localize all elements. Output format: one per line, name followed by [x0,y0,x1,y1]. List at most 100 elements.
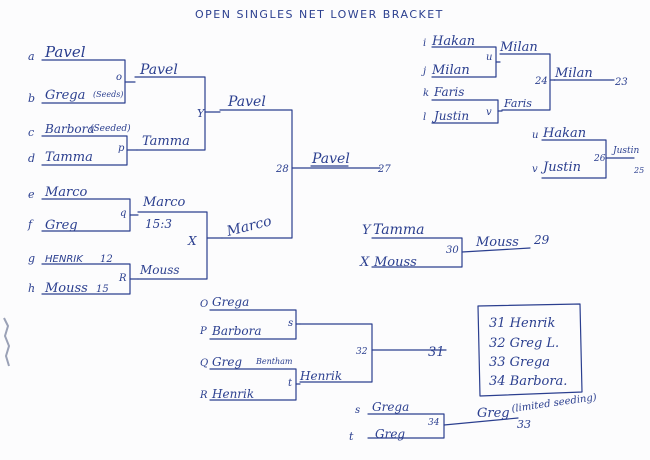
seed-f: f [27,218,34,231]
top-right-bracket: i j k l Hakan Milan Faris Justin u v Mil… [421,34,628,124]
entry-name: Mouss [44,281,88,296]
opqr-bracket: O P Q R Grega Barbora Greg Bentham Henri… [199,295,447,401]
seed-c: c [28,126,34,139]
entry-score: 15 [96,284,109,295]
winner-name: Pavel [311,151,350,167]
match-number: 34 [428,418,440,428]
entry-name: Greg [45,218,78,233]
uv-match: u v Hakan Justin 26 Justin 25 [532,126,644,179]
match-number: 24 [534,76,548,87]
match-number: 30 [446,245,459,256]
entry-note: (Seeded) [90,123,131,134]
match-label: Y [197,107,206,120]
entry-name: Tamma [45,150,93,165]
advance-name: Mouss [139,263,180,277]
match-label: R [118,273,127,284]
placement-entry: 33 Grega [489,355,550,370]
paper-edge [3,317,11,367]
bracket-line [219,109,293,239]
match-label: p [118,143,125,154]
bracket-line [541,139,607,179]
winner-name: Milan [554,66,593,81]
placement-entry: 34 Barbora. [489,374,567,389]
match-number: 26 [593,154,606,164]
entry-name: Grega [372,400,409,414]
st-match: s t Grega Greg 34 Greg 33 (limited seedi… [349,392,597,443]
advance-name: Faris [503,97,532,110]
entry-name: Barbora [44,122,95,136]
entry-name: Faris [433,85,464,99]
seed-a: a [28,50,35,63]
match-label: s [288,318,293,329]
entry-name: Grega [45,88,85,103]
seed-d: d [28,152,35,165]
match-number: 32 [356,347,368,357]
bracket-line [134,76,206,151]
seed-u: u [532,130,538,141]
entry-note: (Seeds) [93,90,123,99]
entry-score: 12 [100,254,113,265]
match-number: 28 [275,164,289,175]
entry-name: Barbora [211,324,262,338]
bracket-line [367,413,445,439]
winner-name: Mouss [475,235,519,250]
sheet-title: OPEN SINGLES NET LOWER BRACKET [195,8,444,21]
box-outline [477,303,583,397]
entry-name: Henrik [211,387,254,401]
next-match: 33 [517,418,531,431]
yx-match: Y X Tamma Mouss 30 Mouss 29 [359,222,550,270]
seed-v: v [532,164,538,175]
advance-name: Marco [142,195,186,210]
seed-l: l [423,112,426,123]
match-score: 15:3 [145,217,172,231]
next-match: 27 [377,164,391,175]
seed-i: i [423,38,426,49]
seed-j: j [421,66,426,77]
entry-name: Tamma [373,222,425,238]
next-match: 29 [533,233,550,247]
advance-name: Milan [499,40,538,55]
match-label: X [187,234,197,248]
advance-name: Pavel [139,62,178,78]
advance-name: Henrik [299,369,342,383]
seed-e: e [28,188,35,201]
bracket-line [461,247,531,253]
seed-o: O [200,299,208,310]
next-match: 31 [428,345,445,360]
match-label: v [486,107,492,118]
entry-name: Hakan [542,126,586,141]
entry-name: Justin [540,160,581,175]
seed-x: X [359,255,370,270]
bracket-line [299,323,373,383]
bracket-line [499,53,551,111]
placements-box: 31 Henrik 32 Greg L. 33 Grega 34 Barbora… [477,303,583,397]
match-label: q [120,208,126,219]
advance-name: Pavel [227,94,266,110]
seed-h: h [28,282,35,295]
seed-p: P [199,326,207,337]
entry-name: Mouss [373,255,417,270]
advance-name: Marco [224,213,273,240]
entry-note: Bentham [255,357,293,366]
entry-name: Greg [212,355,242,369]
entry-name: Hakan [431,34,475,49]
entry-name: Pavel [44,43,86,61]
winner-name: Greg [477,406,510,421]
winner-note: (limited seeding) [511,392,598,415]
match-label: o [116,72,122,83]
winner-name: Justin [611,146,640,156]
entry-name: Greg [375,427,405,441]
left-bracket: a b c d e f g h Pavel Grega (Seeds) Barb… [27,43,391,296]
next-match: 23 [614,77,628,88]
entry-name: Milan [431,63,470,78]
seed-y: Y [362,223,372,238]
entry-name: HENRIK [45,254,84,265]
seed-s: s [355,405,360,416]
placement-entry: 31 Henrik [489,316,555,331]
seed-g: g [28,252,35,265]
seed-t: t [349,430,354,443]
next-match: 25 [633,166,644,175]
seed-b: b [28,92,35,105]
placement-entry: 32 Greg L. [489,336,559,351]
